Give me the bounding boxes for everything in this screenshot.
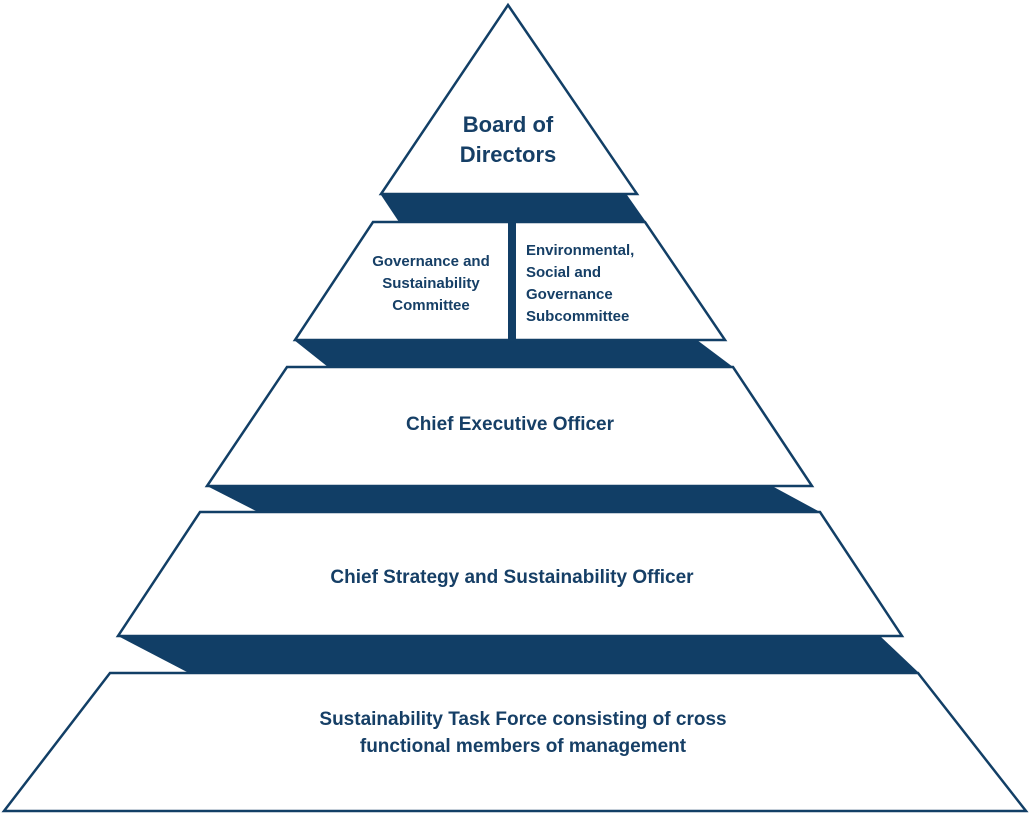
band-1 [381,195,646,222]
committee-divider [508,222,516,340]
task-force-label: Sustainability Task Force consisting of … [319,709,727,757]
tier-task-force [1,671,1029,813]
band-2 [294,340,733,367]
tier-csso [115,510,905,638]
tier-ceo [204,365,815,488]
csso-label: Chief Strategy and Sustainability Office… [330,567,694,588]
band-4 [118,636,918,672]
board-label: Board of Directors [459,112,557,167]
governance-committee-label: Governance and Sustainability Committee [372,253,490,314]
band-3 [207,486,820,512]
ceo-label: Chief Executive Officer [405,414,615,435]
esg-subcommittee-label: Environmental, Social and Governance Sub… [526,242,635,325]
tier-board [378,2,640,196]
